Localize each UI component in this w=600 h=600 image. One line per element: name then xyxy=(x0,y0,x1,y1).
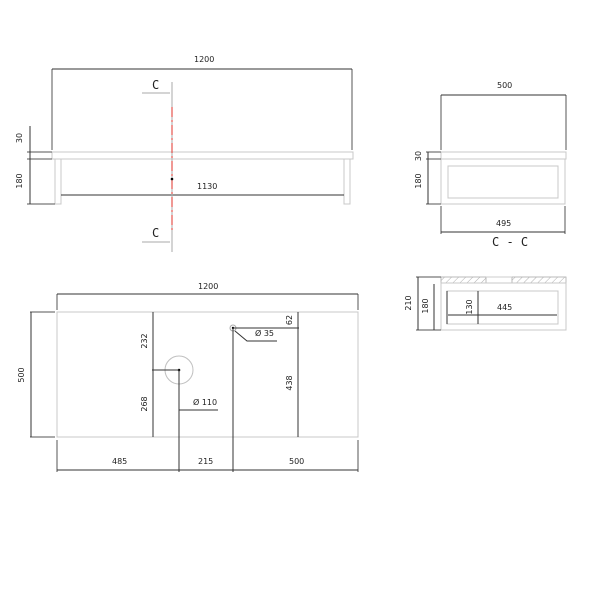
section-marker-bottom: C xyxy=(152,226,159,240)
dim-tap-to-right: 500 xyxy=(289,457,304,466)
hatched-top-left xyxy=(440,276,487,284)
side-detail: 210 180 130 445 xyxy=(404,276,567,331)
dim-sink-to-tap: 215 xyxy=(198,457,213,466)
dim-front-width: 1200 xyxy=(194,55,214,64)
dim-section-width-top: 500 xyxy=(497,81,512,90)
dim-sink-from-top: 232 xyxy=(140,333,149,348)
dim-side-total-height: 210 xyxy=(404,295,413,310)
front-view: 1200 30 180 1130 C C xyxy=(15,55,354,252)
section-inner-panel xyxy=(447,165,559,199)
dim-sink-from-left: 485 xyxy=(112,457,127,466)
dim-section-top-thickness: 30 xyxy=(414,151,423,161)
tap-hole-diameter: Ø 35 xyxy=(255,328,274,338)
dim-sink-from-bottom: 268 xyxy=(140,396,149,411)
dim-plan-depth: 500 xyxy=(17,367,26,382)
dim-drawer-height: 130 xyxy=(465,299,474,314)
sink-hole-diameter: Ø 110 xyxy=(193,397,217,407)
section-marker-top: C xyxy=(152,78,159,92)
dim-tap-from-top: 62 xyxy=(285,315,294,325)
dim-front-top-thickness: 30 xyxy=(15,133,24,143)
hatched-top-right xyxy=(511,276,567,284)
front-right-leg xyxy=(343,158,351,205)
section-title: C - C xyxy=(492,235,528,249)
front-left-leg xyxy=(54,158,62,205)
dim-plan-width: 1200 xyxy=(198,282,218,291)
dim-drawer-width: 445 xyxy=(497,303,512,312)
section-top-slab xyxy=(440,151,567,160)
front-top-slab xyxy=(51,151,354,160)
plan-view: 1200 500 Ø 110 232 268 Ø 35 62 438 485 xyxy=(17,282,359,472)
plan-outline xyxy=(56,311,359,438)
dim-tap-from-bottom: 438 xyxy=(285,375,294,390)
side-body xyxy=(440,282,567,331)
section-view: 500 30 180 495 C - C xyxy=(414,81,567,249)
dim-front-inner-width: 1130 xyxy=(197,182,217,191)
dim-section-height: 180 xyxy=(414,173,423,188)
dim-front-base-height: 180 xyxy=(15,173,24,188)
dim-side-base-height: 180 xyxy=(421,298,430,313)
dim-section-width-bottom: 495 xyxy=(496,219,511,228)
section-body xyxy=(440,158,566,205)
